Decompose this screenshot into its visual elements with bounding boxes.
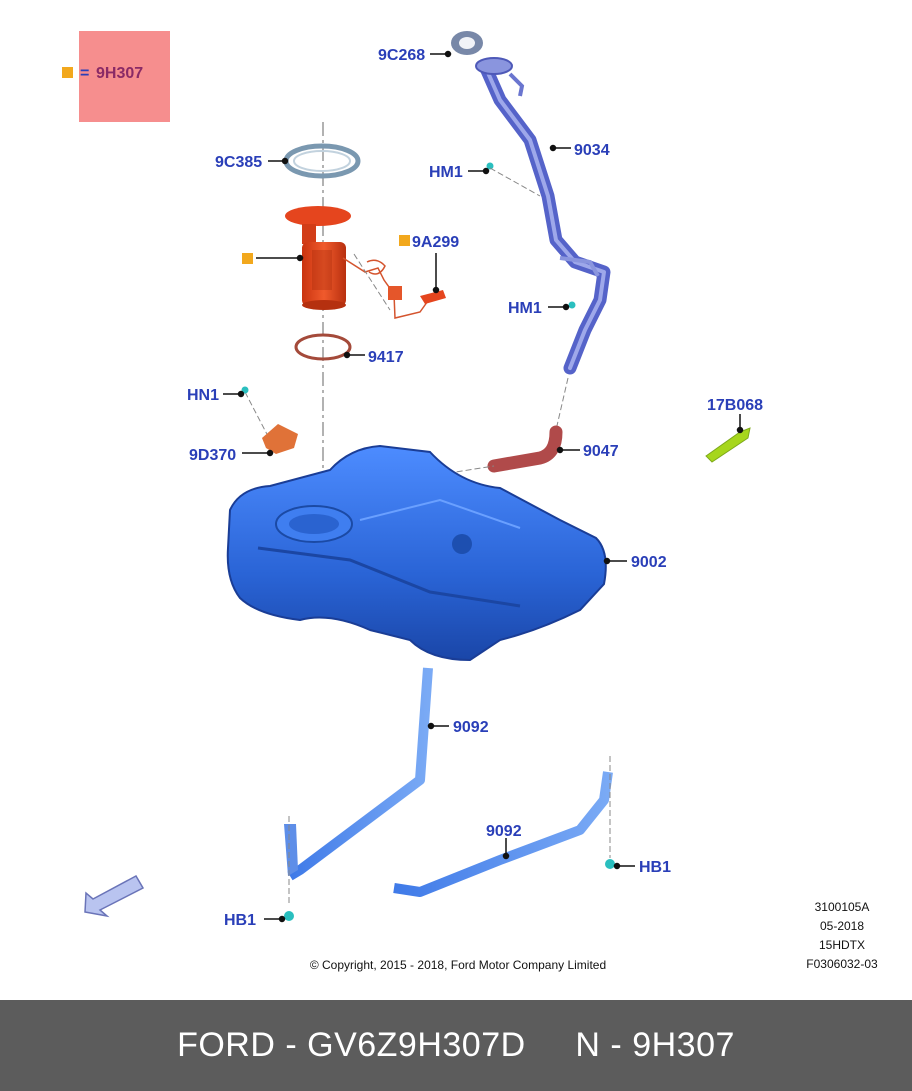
leader-lines bbox=[223, 50, 744, 923]
fuel-system-diagram: = 9H307 bbox=[62, 31, 878, 972]
lock-ring-9c385 bbox=[283, 143, 361, 179]
pump-marker-icon bbox=[242, 253, 253, 264]
callout-hn1: HN1 bbox=[187, 387, 219, 404]
callout-9c385: 9C385 bbox=[215, 154, 262, 171]
bolt-hm1-upper-icon bbox=[486, 162, 494, 170]
part-17b068 bbox=[705, 427, 751, 463]
meta-line-2: 05-2018 bbox=[820, 919, 864, 933]
callout-hb1-left: HB1 bbox=[224, 912, 256, 929]
callout-9a299: 9A299 bbox=[412, 234, 459, 251]
copyright-notice: © Copyright, 2015 - 2018, Ford Motor Com… bbox=[310, 958, 606, 972]
strap-9092-upper-bracket bbox=[284, 824, 298, 876]
callout-hm1-lower: HM1 bbox=[508, 300, 542, 317]
callout-hm1-upper: HM1 bbox=[429, 164, 463, 181]
callout-17b068: 17B068 bbox=[707, 397, 763, 414]
sensor-marker-icon bbox=[399, 235, 410, 246]
level-sensor-9a299 bbox=[342, 253, 446, 319]
callout-9047: 9047 bbox=[583, 443, 619, 460]
callout-9c268: 9C268 bbox=[378, 47, 425, 64]
footer-brand-part: FORD - GV6Z9H307D bbox=[177, 1026, 526, 1064]
fuel-pump-9h307 bbox=[285, 206, 351, 310]
callout-9092-upper: 9092 bbox=[453, 719, 489, 736]
legend-equals: = bbox=[80, 65, 89, 82]
direction-arrow-icon bbox=[84, 874, 145, 918]
callout-hb1-right: HB1 bbox=[639, 859, 671, 876]
footer-part-code: N - 9H307 bbox=[575, 1026, 735, 1064]
footer-gap bbox=[526, 1026, 576, 1065]
part-number-footer: FORD - GV6Z9H307D N - 9H307 bbox=[0, 1000, 912, 1091]
strap-9092-lower bbox=[393, 771, 613, 897]
legend: = 9H307 bbox=[62, 31, 170, 122]
legend-code: 9H307 bbox=[96, 65, 143, 82]
hose-link-line bbox=[555, 377, 569, 431]
bolt-hb1-right-icon bbox=[605, 859, 615, 869]
meta-line-1: 3100105A bbox=[815, 900, 870, 914]
callout-9092-lower: 9092 bbox=[486, 823, 522, 840]
meta-line-4: F0306032-03 bbox=[806, 957, 878, 971]
fuel-tank-9002 bbox=[226, 444, 607, 662]
o-ring-9417 bbox=[294, 333, 352, 361]
strap-9092-upper bbox=[287, 667, 433, 881]
filler-cap-9c268 bbox=[451, 31, 483, 55]
meta-line-3: 15HDTX bbox=[819, 938, 865, 952]
callout-9034: 9034 bbox=[574, 142, 610, 159]
drawing-metadata: 3100105A 05-2018 15HDTX F0306032-03 bbox=[806, 900, 878, 971]
filler-pipe-9034 bbox=[475, 57, 611, 375]
legend-highlight-box bbox=[79, 31, 170, 122]
legend-marker-icon bbox=[62, 67, 73, 78]
hose-9047 bbox=[487, 425, 563, 473]
callout-9002: 9002 bbox=[631, 554, 667, 571]
bolt-hb1-left-icon bbox=[284, 911, 294, 921]
callout-9417: 9417 bbox=[368, 349, 404, 366]
callout-9d370: 9D370 bbox=[189, 447, 236, 464]
bolt-hm1-lower-icon bbox=[568, 301, 576, 309]
module-9d370 bbox=[241, 386, 298, 454]
